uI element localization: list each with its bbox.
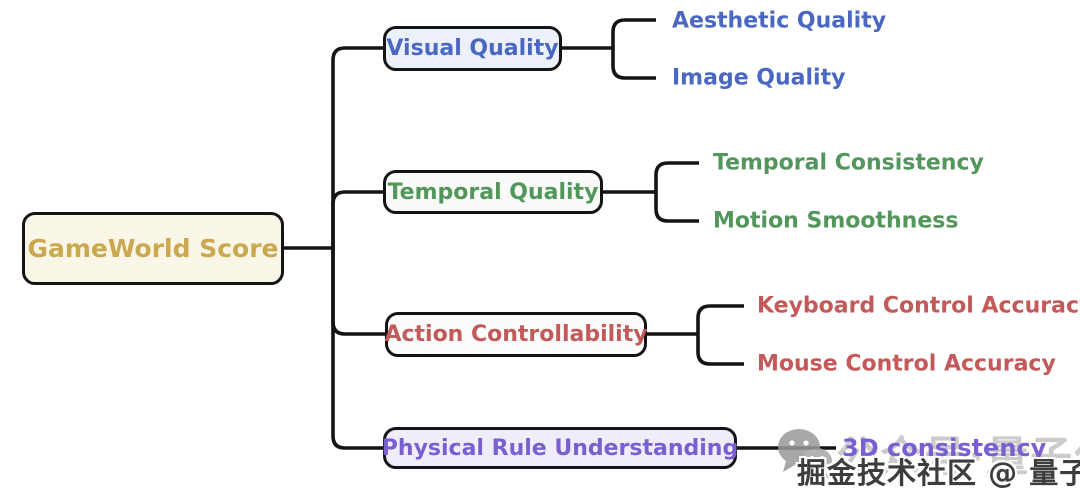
link-trunk-visual bbox=[331, 46, 383, 248]
node-visual-quality: Visual Quality bbox=[383, 26, 562, 71]
link-temporal-fork bbox=[654, 161, 699, 223]
branch-label: Visual Quality bbox=[386, 36, 559, 61]
node-action-controllability: Action Controllability bbox=[384, 312, 648, 357]
leaf-temporal-consistency: Temporal Consistency bbox=[713, 150, 984, 176]
node-temporal-quality: Temporal Quality bbox=[383, 170, 603, 214]
watermark-faded-label: 公众号·量子位 bbox=[836, 432, 1080, 481]
link-trunk-action bbox=[331, 248, 385, 336]
watermark-dark-label: 掘金技术社区 @ 量子位 bbox=[797, 456, 1080, 490]
link-action-fork bbox=[696, 304, 744, 366]
node-gameworld-score: GameWorld Score bbox=[22, 212, 284, 285]
leaf-motion-smoothness: Motion Smoothness bbox=[713, 208, 959, 234]
leaf-aesthetic-quality: Aesthetic Quality bbox=[672, 8, 887, 34]
branch-label: Action Controllability bbox=[384, 322, 648, 347]
wechat-icon bbox=[778, 429, 832, 479]
leaf-3d-consistency: 3D consistency bbox=[842, 434, 1047, 462]
node-physical-rule-understanding: Physical Rule Understanding bbox=[381, 427, 739, 469]
link-visual-fork bbox=[611, 18, 656, 80]
link-trunk-physical bbox=[331, 248, 383, 450]
leaf-image-quality: Image Quality bbox=[672, 65, 846, 91]
root-label: GameWorld Score bbox=[27, 234, 279, 263]
branch-label: Physical Rule Understanding bbox=[381, 435, 739, 461]
branch-label: Temporal Quality bbox=[387, 179, 599, 205]
leaf-keyboard-control-accuracy: Keyboard Control Accuracy bbox=[757, 293, 1080, 319]
link-trunk-temporal bbox=[331, 190, 383, 248]
leaf-mouse-control-accuracy: Mouse Control Accuracy bbox=[757, 351, 1056, 377]
